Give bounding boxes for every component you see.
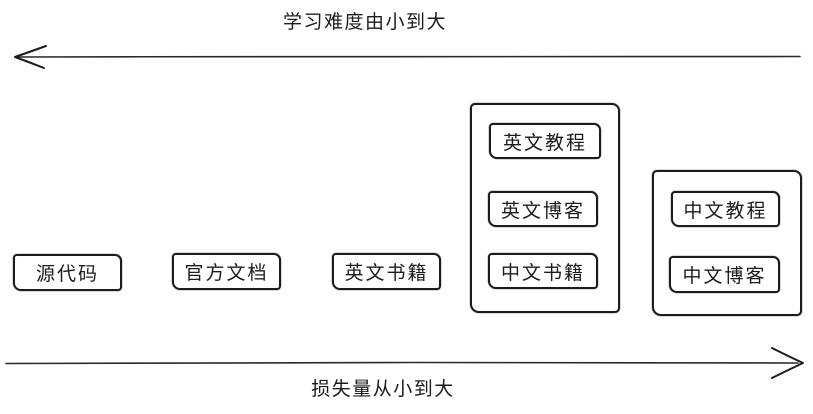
item-label: 中文博客 [682,265,767,287]
difficulty-axis-label: 学习难度由小到大 [282,11,447,33]
item-box-chinese-blogs: 中文博客 [669,256,780,293]
item-label: 英文书籍 [344,262,429,284]
item-label: 英文博客 [500,199,585,222]
item-box-english-tutorials: 英文教程 [489,123,601,159]
item-box-english-books: 英文书籍 [332,253,441,290]
loss-axis-arrow-right [5,347,804,379]
difficulty-axis-arrow-left [14,45,801,69]
item-box-chinese-books: 中文书籍 [488,253,598,289]
group-box-1: 英文教程 英文博客 中文书籍 [470,103,620,313]
item-box-official-docs: 官方文档 [172,253,281,290]
item-label: 源代码 [35,263,99,285]
item-label: 官方文档 [184,262,269,284]
item-box-english-blogs: 英文博客 [488,191,598,227]
loss-axis-label: 损失量从小到大 [311,378,455,400]
item-box-source-code: 源代码 [13,254,122,291]
item-label: 英文教程 [502,131,587,154]
group-box-2: 中文教程 中文博客 [652,170,802,316]
item-label: 中文教程 [683,199,768,222]
item-label: 中文书籍 [500,261,585,284]
item-box-chinese-tutorials: 中文教程 [671,191,780,227]
